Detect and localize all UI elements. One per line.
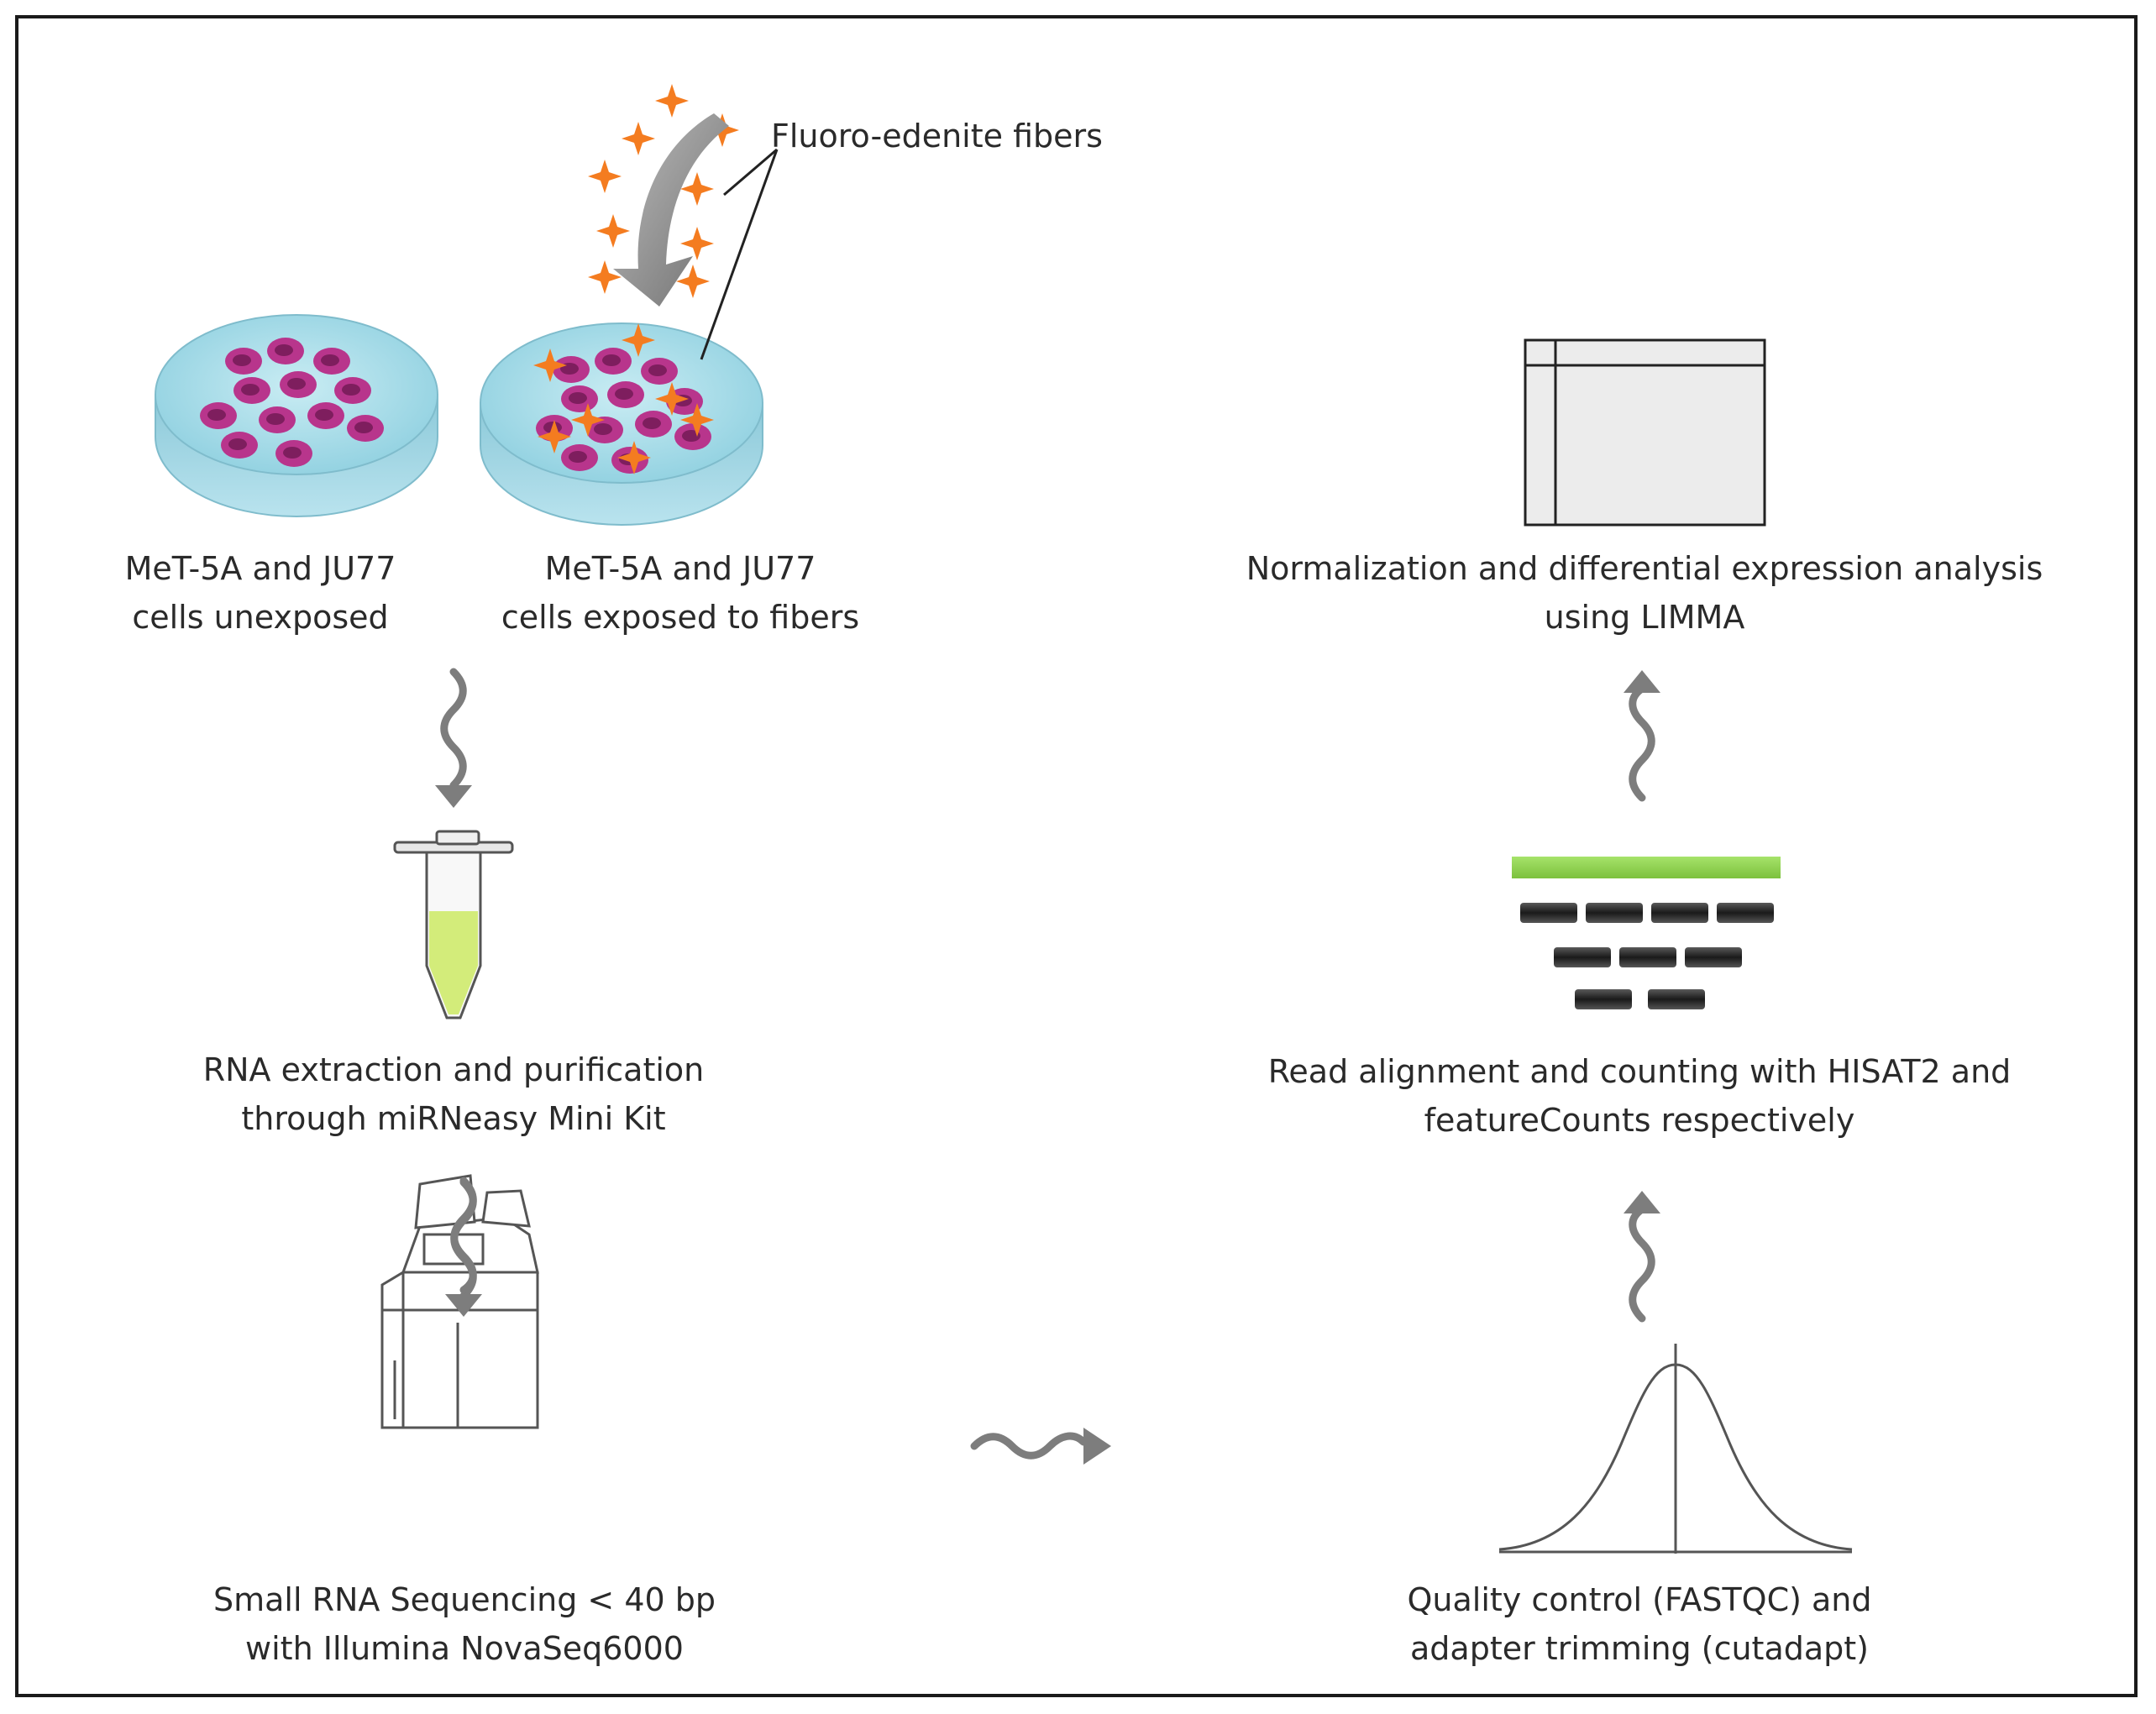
read-alignment-label-line1: Read alignment and counting with HISAT2 … (1267, 1053, 2012, 1090)
arrow-sequencing-to-qc (970, 1428, 1111, 1465)
normalization-label-line1: Normalization and differential expressio… (1246, 550, 2043, 587)
exposed-cells-label-line1: MeT-5A and JU77 (544, 550, 816, 587)
quality-control-label-line2: adapter trimming (cutadapt) (1410, 1630, 1869, 1667)
exposed-cells-label-line2: cells exposed to fibers (501, 599, 860, 636)
exposed-cells-label: MeT-5A and JU77 cells exposed to fibers (501, 544, 859, 642)
quality-control-label-line1: Quality control (FASTQC) and (1407, 1581, 1872, 1618)
normalization-label: Normalization and differential expressio… (1246, 544, 2043, 642)
quality-control-label: Quality control (FASTQC) and adapter tri… (1407, 1575, 1871, 1673)
normalization-label-line2: using LIMMA (1544, 599, 1745, 636)
microcentrifuge-tube-icon (393, 830, 514, 1019)
fibers-label: Fluoro-edenite fibers (771, 118, 1103, 155)
read-alignment-label: Read alignment and counting with HISAT2 … (1268, 1047, 2012, 1145)
unexposed-cells-label: MeT-5A and JU77 cells unexposed (125, 544, 396, 642)
sequencing-label: Small RNA Sequencing < 40 bp with Illumi… (213, 1575, 716, 1673)
count-table-icon (1524, 338, 1766, 527)
fiber-label-leaders (700, 148, 779, 360)
fiber-addition-icon (588, 84, 739, 307)
unexposed-cells-label-line1: MeT-5A and JU77 (124, 550, 396, 587)
rna-extraction-label-line1: RNA extraction and purification (202, 1051, 705, 1088)
arrow-alignment-to-normalization (1624, 670, 1660, 802)
arrow-qc-to-alignment (1624, 1191, 1660, 1323)
bell-curve-icon (1498, 1344, 1853, 1554)
rna-extraction-label: RNA extraction and purification through … (203, 1046, 705, 1143)
petri-dish-unexposed-icon (155, 314, 438, 517)
sequencing-label-line1: Small RNA Sequencing < 40 bp (212, 1581, 716, 1618)
read-alignment-label-line2: featureCounts respectively (1424, 1102, 1855, 1139)
unexposed-cells-label-line2: cells unexposed (132, 599, 389, 636)
read-alignment-icon (1512, 857, 1781, 1009)
rna-extraction-label-line2: through miRNeasy Mini Kit (241, 1100, 666, 1137)
sequencing-label-line2: with Illumina NovaSeq6000 (245, 1630, 684, 1667)
petri-dish-exposed-icon (480, 322, 763, 526)
diagram-frame (15, 15, 2138, 1697)
arrow-dishes-to-rna (435, 668, 472, 808)
